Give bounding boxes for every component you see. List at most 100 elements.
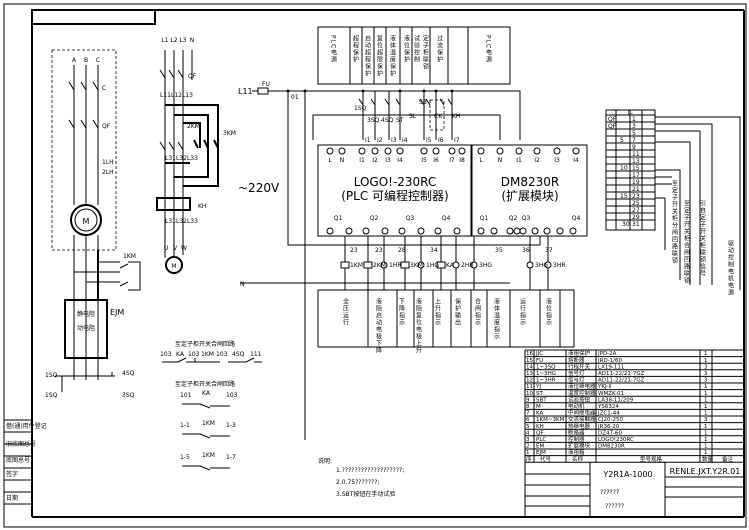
ext-input-terminal[interactable] [515,147,523,155]
ext-output-terminal[interactable] [477,227,485,235]
terminal-side: 10 [620,165,628,172]
plc-input-label: L [328,157,332,164]
bus-label: L31L32L33 [165,155,198,162]
mid-motor-circuit [156,50,219,274]
ext-input-terminal[interactable] [496,147,504,155]
plc-input-terminal[interactable] [396,147,404,155]
plc-module[interactable] [317,144,472,237]
terminal-number: 31 [632,221,640,228]
plc-output-label: Q2 [370,215,379,222]
ext-input-label: I2 [534,157,540,164]
motor-symbol [70,204,102,236]
interlock-label: 103 [160,351,172,358]
plc-output-terminal[interactable] [453,227,461,235]
plc-input-label: I1 [359,157,365,164]
ext-output-terminal[interactable] [569,227,577,235]
ext-output-terminal[interactable] [556,227,564,235]
plc-input-label: I7 [449,157,455,164]
plc-output-terminal[interactable] [434,227,442,235]
plc-input-label: I8 [459,157,465,164]
terminal-number: 23 [632,193,640,200]
plc-input-terminal[interactable] [458,147,466,155]
bom-qty: 1 [704,450,708,456]
ext-input-terminal[interactable] [533,147,541,155]
ext-input-label: L [479,157,483,164]
right-note: 至定子开关柜合闸回路联锁 [683,200,690,284]
input-wire-label: I4 [402,137,408,144]
plc-input-terminal[interactable] [371,147,379,155]
bom-qty: 3 [704,417,708,423]
ext-output-terminal[interactable] [531,227,539,235]
bom-grid [524,349,744,517]
top-function-label: 超程保护 [352,34,359,63]
bom-name: 温度控制器 [568,389,596,397]
plc-input-terminal[interactable] [338,147,346,155]
terminal-number: 5 [632,130,636,137]
bom-qty: 3 [704,378,708,384]
bom-spec: AD11-22/21-7GZ [598,378,645,384]
bom-index: 16 [526,351,533,357]
limit-label: 4SQ [122,370,135,377]
bom-index: 7 [526,411,530,417]
input-wire-label: I7 [454,137,460,144]
ext-output-terminal[interactable] [490,227,498,235]
plc-input-terminal[interactable] [432,147,440,155]
bom-qty: 1 [704,358,708,364]
plc-input-terminal[interactable] [358,147,366,155]
ext-output-terminal[interactable] [519,227,527,235]
plc-output-terminal[interactable] [362,227,370,235]
bottom-function-label: 液体温度指示 [493,297,500,340]
bus-label: L31L32L33 [165,218,198,225]
interlock-label: 103 [226,392,238,399]
ext-output-terminal[interactable] [506,227,514,235]
bom-index: 3 [526,437,530,443]
plc-output-terminal[interactable] [345,227,353,235]
input-contact-label: 1SQ [354,105,367,112]
interlock-label: 1-1 [180,422,190,429]
side-label: 借(通)用件登记 [6,422,47,430]
contact-symbol [358,98,364,106]
plc-output-terminal[interactable] [417,227,425,235]
top-function-label: 液位保护 [403,34,410,63]
plc-input-terminal[interactable] [326,147,334,155]
ext-input-terminal[interactable] [572,147,580,155]
bom-qty: 3 [704,364,708,370]
plc-output-terminal[interactable] [326,227,334,235]
terminal-number: 7 [632,137,636,144]
phase-label: U [164,245,168,252]
plc-input-label: I6 [433,157,439,164]
terminal-header: JL [626,109,633,116]
contact-symbol [419,98,425,106]
km3-label: 3KM [223,130,236,137]
side-label: 签字 [6,470,18,478]
top-function-box [317,26,511,85]
bom-spec: YS6324 [597,404,619,410]
input-wire-label: I5 [426,137,432,144]
company-name: ?????? [605,503,624,510]
interlock-label: 1-3 [226,422,236,429]
ext-output-terminal[interactable] [513,227,521,235]
plc-input-terminal[interactable] [384,147,392,155]
ext-input-terminal[interactable] [553,147,561,155]
plc-input-terminal[interactable] [448,147,456,155]
motor-label: M [83,217,90,226]
bom-index: 12 [526,378,533,384]
plc-output-terminal[interactable] [398,227,406,235]
bom-header: 备注 [722,455,734,463]
bom-name: 液位继电器 [568,382,596,390]
ext-input-terminal[interactable] [477,147,485,155]
bom-name: 电动机 [568,402,585,410]
ext-output-terminal[interactable] [543,227,551,235]
ext-output-label: Q2 [509,215,518,222]
phase-label: W [181,245,187,252]
interlock-circuit [182,433,230,439]
plc-input-terminal[interactable] [420,147,428,155]
bom-name: 试验按钮 [568,395,591,403]
bom-spec: CJ20-250 [598,417,623,423]
plc-output-terminal[interactable] [381,227,389,235]
bom-code: SBT [536,397,547,403]
bom-name: 中间继电器 [568,409,596,417]
plc-title: LOGO!-230RC [354,175,437,189]
bom-spec: JPD-2A [597,351,617,357]
bom-code: EM [536,444,544,450]
